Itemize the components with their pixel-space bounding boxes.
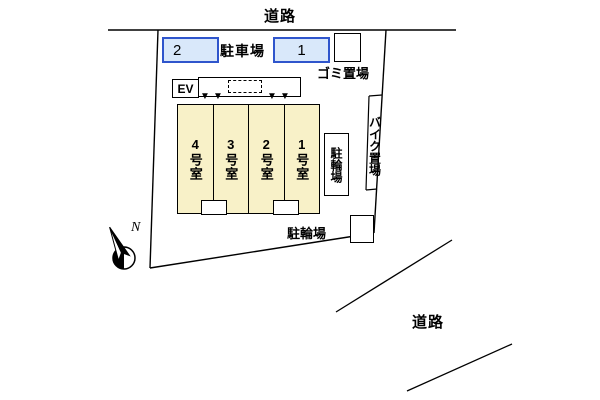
garbage-area-label: ゴミ置場 (316, 66, 369, 81)
down-arrow-icon: ▼ (280, 91, 290, 102)
room-label: 1号室 (294, 137, 310, 181)
parking-space-number: 2 (173, 41, 182, 59)
stair-dashed-box (228, 80, 262, 93)
room-cell-1: 1号室 (283, 105, 320, 213)
room-label: 3号室 (223, 137, 239, 181)
road-diagonal-line-1 (335, 239, 453, 313)
road-label-top: 道路 (263, 8, 296, 25)
parking-space-number: 1 (297, 41, 306, 59)
motorcycle-area-label: バイク置場 (367, 116, 382, 176)
bike-strip-left-line (365, 95, 370, 191)
down-arrow-icon: ▼ (267, 91, 277, 102)
bike-strip-top-line (368, 94, 383, 97)
boundary-right-line (373, 29, 387, 234)
room-cell-3: 3号室 (212, 105, 249, 213)
bicycle-parking-side-box: 駐輪場 (324, 133, 349, 196)
road-diagonal-line-2 (406, 343, 513, 392)
down-arrow-icon: ▼ (200, 91, 210, 102)
compass-needle (109, 226, 131, 263)
parking-space-2: 2 (162, 37, 219, 63)
boundary-bottom-line (149, 232, 375, 269)
down-arrow-icon: ▼ (213, 91, 223, 102)
entrance-box (201, 200, 227, 215)
bicycle-parking-bottom-label: 駐輪場 (287, 226, 327, 241)
elevator-box: EV (172, 79, 199, 98)
motorcycle-area: バイク置場 (365, 96, 385, 196)
bicycle-parking-side-label: 駐輪場 (329, 146, 343, 183)
garbage-area-box (334, 33, 361, 62)
entrance-box (273, 200, 299, 215)
bike-strip-bottom-line (365, 188, 378, 191)
building-block: 4号室 3号室 2号室 1号室 (177, 104, 320, 214)
boundary-left-line (149, 29, 159, 269)
parking-lot-label: 駐車場 (220, 43, 265, 59)
bicycle-parking-bottom-box (350, 215, 374, 243)
room-label: 4号室 (187, 137, 203, 181)
room-cell-4: 4号室 (178, 105, 213, 213)
road-label-bottom: 道路 (411, 314, 444, 331)
north-compass-icon: N (109, 220, 141, 270)
north-label: N (130, 220, 141, 235)
room-cell-2: 2号室 (248, 105, 284, 213)
parking-space-1: 1 (273, 37, 330, 63)
room-label: 2号室 (258, 137, 274, 181)
